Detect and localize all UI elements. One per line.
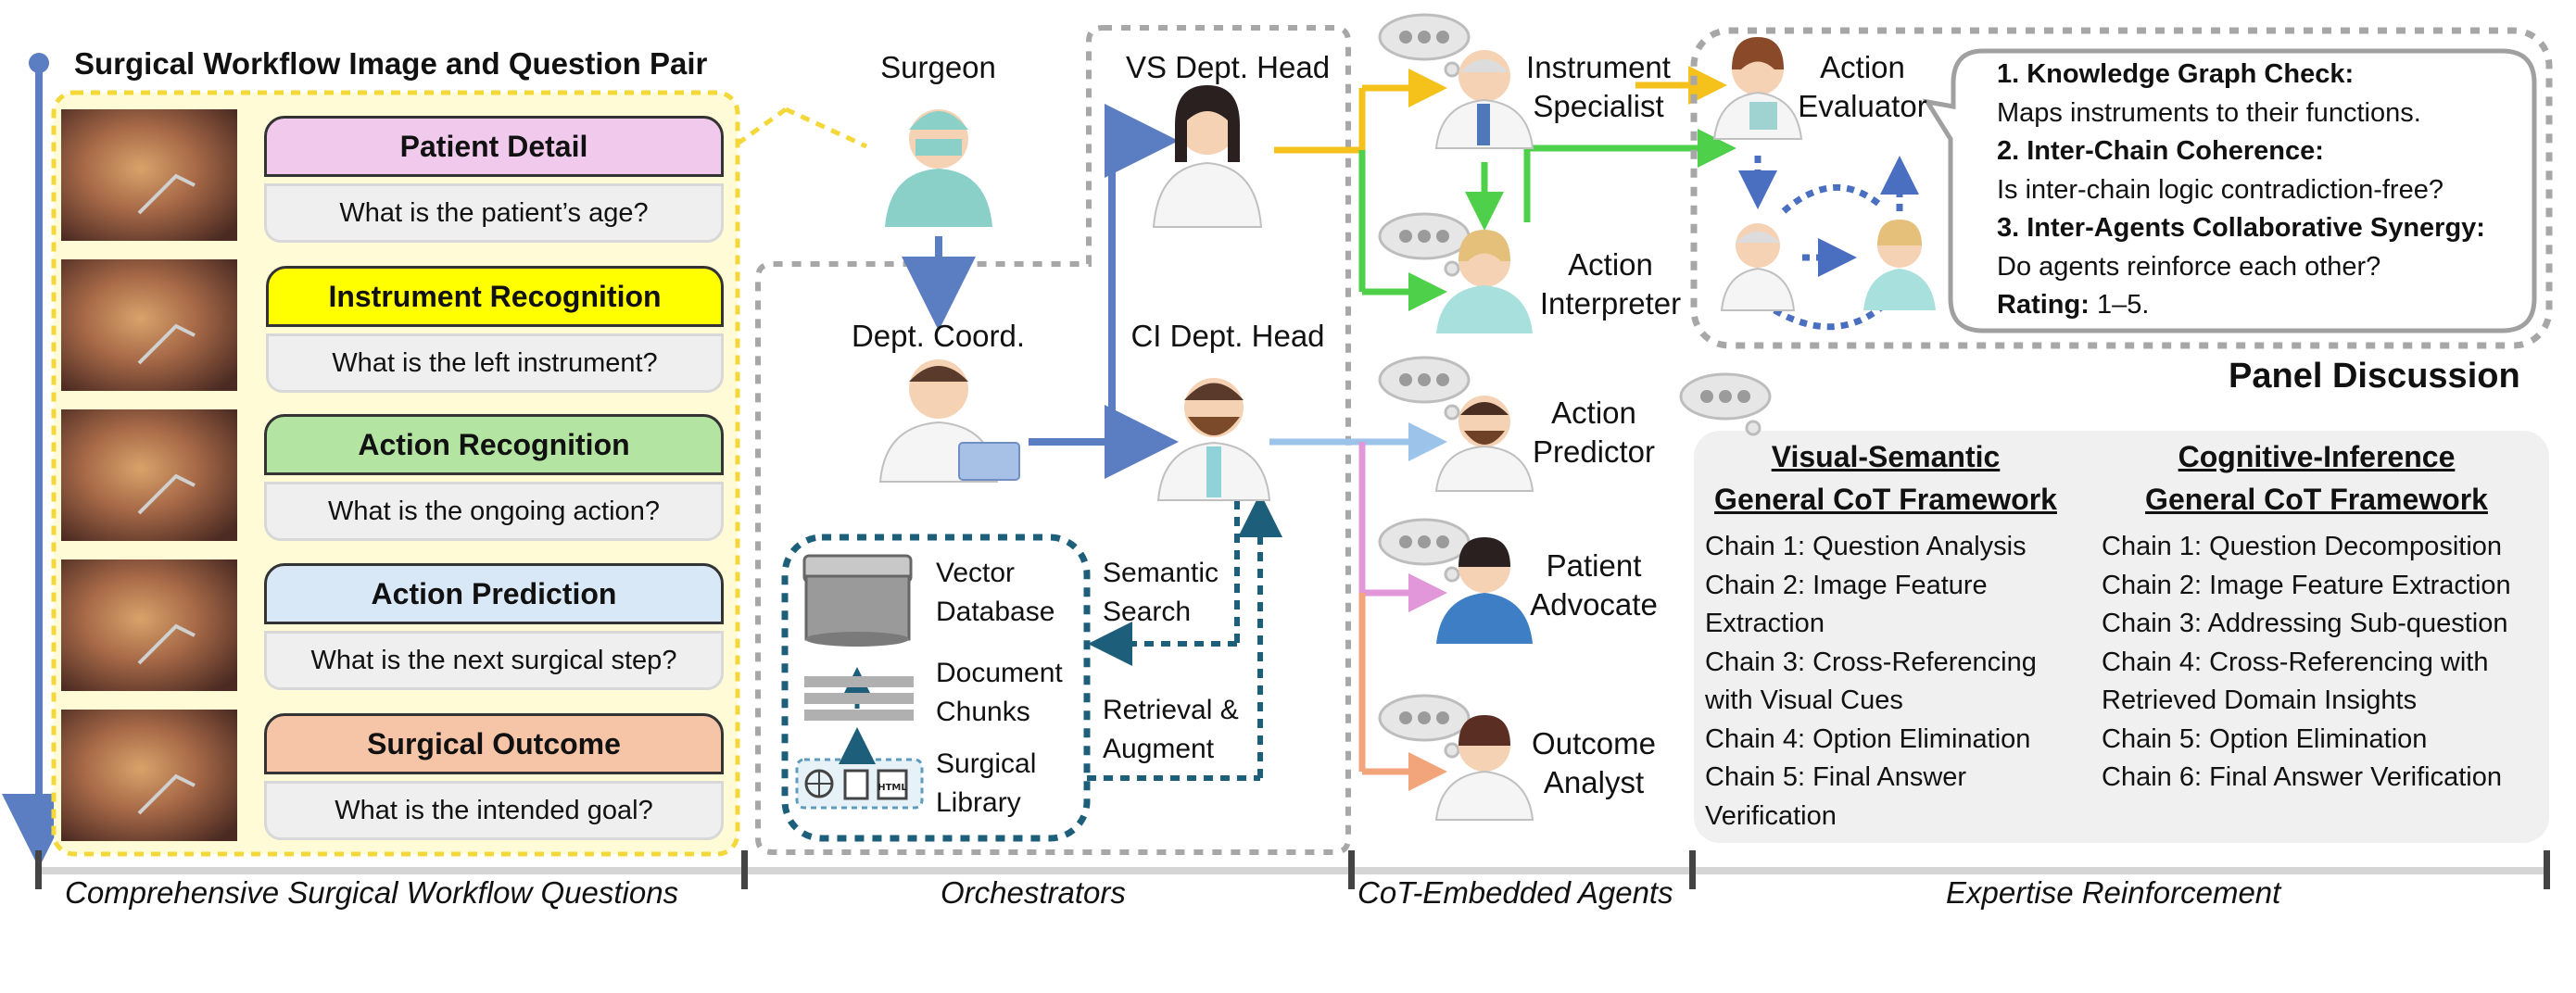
category-question: What is the ongoing action? xyxy=(264,482,724,541)
section-label-orchestrators: Orchestrators xyxy=(941,875,1126,910)
panel-interpreter-figure xyxy=(1863,220,1936,310)
chain-line: Chain 5: Final Answer xyxy=(1705,762,1967,792)
advocate-figure xyxy=(1436,537,1533,644)
predictor-figure xyxy=(1434,396,1534,492)
ci-head-label: CI Dept. Head xyxy=(1130,319,1325,353)
doc-chunks-label: Document Chunks xyxy=(936,658,1063,727)
svg-text:HTML: HTML xyxy=(878,783,907,793)
coord-label: Dept. Coord. xyxy=(851,319,1026,353)
category-label: Patient Detail xyxy=(264,116,724,177)
semantic-search-label: Semantic Search xyxy=(1103,558,1219,627)
criterion-desc: Do agents reinforce each other? xyxy=(1997,251,2381,282)
category-question: What is the next surgical step? xyxy=(264,631,724,690)
panel-title: Panel Discussion xyxy=(2229,357,2520,396)
vs-head-label: VS Dept. Head xyxy=(1125,50,1331,84)
analyst-figure xyxy=(1434,715,1534,821)
agent-outcome-analyst: Outcome Analyst xyxy=(1532,726,1656,799)
chain-line: Chain 1: Question Decomposition xyxy=(2102,532,2503,561)
agent-action-interpreter: Action Interpreter xyxy=(1539,247,1682,321)
chain-line: Chain 5: Option Elimination xyxy=(2102,723,2428,754)
specialist-figure xyxy=(1434,50,1534,149)
visual-framework-title: Visual-Semantic General CoT Framework xyxy=(1714,440,2057,516)
chain-line: Chain 6: Final Answer Verification xyxy=(2102,762,2502,792)
evaluator-label: Action Evaluator xyxy=(1798,50,1927,123)
cognitive-framework-title: Cognitive-Inference General CoT Framewor… xyxy=(2145,440,2488,516)
vector-db-label: Vector Database xyxy=(936,558,1055,627)
vs-head-figure xyxy=(1152,85,1263,228)
chunks-icon xyxy=(804,676,914,721)
agent-instrument-specialist: Instrument Specialist xyxy=(1526,50,1671,123)
chain-line: Retrieved Domain Insights xyxy=(2102,685,2418,715)
criteria-list: 1. Knowledge Graph Check: Maps instrumen… xyxy=(1997,56,2485,325)
retrieval-label: Retrieval & Augment xyxy=(1103,695,1239,764)
category-label: Action Recognition xyxy=(264,414,724,475)
criterion-title: 2. Inter-Chain Coherence: xyxy=(1997,136,2324,166)
visual-chain-list: Chain 1: Question Analysis Chain 2: Imag… xyxy=(1705,528,2037,836)
chain-line: Chain 4: Cross-Referencing with xyxy=(2102,647,2489,677)
category-label: Instrument Recognition xyxy=(266,266,724,327)
section-label-questions: Comprehensive Surgical Workflow Question… xyxy=(65,875,679,910)
chain-line: Chain 2: Image Feature Extraction xyxy=(2102,570,2511,600)
surgeon-label: Surgeon xyxy=(880,50,996,84)
evaluator-figure xyxy=(1712,37,1803,140)
criterion-title: 3. Inter-Agents Collaborative Synergy: xyxy=(1997,213,2485,243)
section-label-reinforcement: Expertise Reinforcement xyxy=(1946,875,2281,910)
interpreter-figure xyxy=(1436,230,1533,333)
chain-line: Chain 2: Image Feature xyxy=(1705,570,1988,600)
category-question: What is the patient’s age? xyxy=(264,183,724,243)
chain-line: Chain 1: Question Analysis xyxy=(1705,532,2027,561)
chain-line: Chain 4: Option Elimination xyxy=(1705,723,2031,754)
chain-line: Chain 3: Cross-Referencing xyxy=(1705,647,2037,677)
category-question: What is the left instrument? xyxy=(266,333,724,393)
criterion-title: 1. Knowledge Graph Check: xyxy=(1997,59,2355,89)
chain-line: Verification xyxy=(1705,800,1837,831)
agent-patient-advocate: Patient Advocate xyxy=(1530,548,1658,622)
library-label: Surgical Library xyxy=(936,748,1037,818)
criterion-desc: Maps instruments to their functions. xyxy=(1997,97,2421,128)
coord-figure xyxy=(878,359,1020,483)
cognitive-chain-list: Chain 1: Question Decomposition Chain 2:… xyxy=(2102,528,2511,798)
category-question: What is the intended goal? xyxy=(264,781,724,840)
library-icon: HTML xyxy=(804,769,908,800)
section-label-agents: CoT-Embedded Agents xyxy=(1357,875,1673,910)
surgical-thumbnails xyxy=(61,109,237,841)
left-panel-title: Surgical Workflow Image and Question Pai… xyxy=(74,46,708,81)
chain-line: Chain 3: Addressing Sub-question xyxy=(2102,609,2508,638)
chain-line: with Visual Cues xyxy=(1705,685,1903,715)
surgeon-figure xyxy=(885,109,992,227)
criterion-desc: Is inter-chain logic contradiction-free? xyxy=(1997,174,2443,205)
category-label: Action Prediction xyxy=(264,563,724,624)
category-label: Surgical Outcome xyxy=(264,713,724,774)
ci-head-figure xyxy=(1156,378,1271,501)
panel-specialist-figure xyxy=(1720,223,1796,311)
chain-line: Extraction xyxy=(1705,609,1825,638)
agent-action-predictor: Action Predictor xyxy=(1532,396,1656,469)
rating-line: Rating: 1–5. xyxy=(1997,290,2150,320)
database-icon xyxy=(802,554,913,647)
